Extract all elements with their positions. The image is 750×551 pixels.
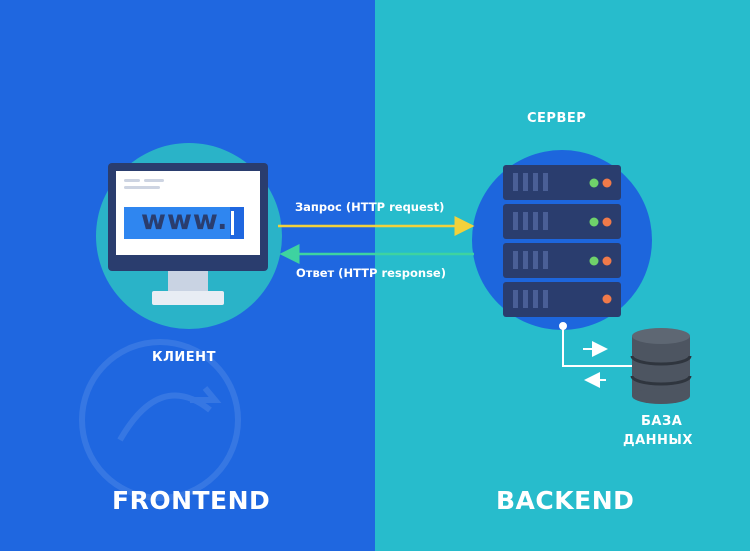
database-label-line2: ДАННЫХ — [623, 433, 693, 448]
watermark-logo — [79, 339, 241, 501]
response-label: Ответ (HTTP response) — [296, 266, 446, 280]
address-bar-text: www. — [141, 205, 229, 236]
frontend-title: FRONTEND — [112, 486, 271, 515]
server-label: СЕРВЕР — [527, 111, 587, 126]
database-icon — [630, 328, 692, 404]
database-label-line1: БАЗА — [641, 414, 683, 429]
monitor-icon — [108, 163, 268, 305]
server-db-connector — [559, 322, 632, 388]
request-label: Запрос (HTTP request) — [295, 200, 445, 214]
client-label: КЛИЕНТ — [152, 350, 216, 365]
backend-title: BACKEND — [496, 486, 635, 515]
server-rack-icon — [503, 165, 621, 317]
